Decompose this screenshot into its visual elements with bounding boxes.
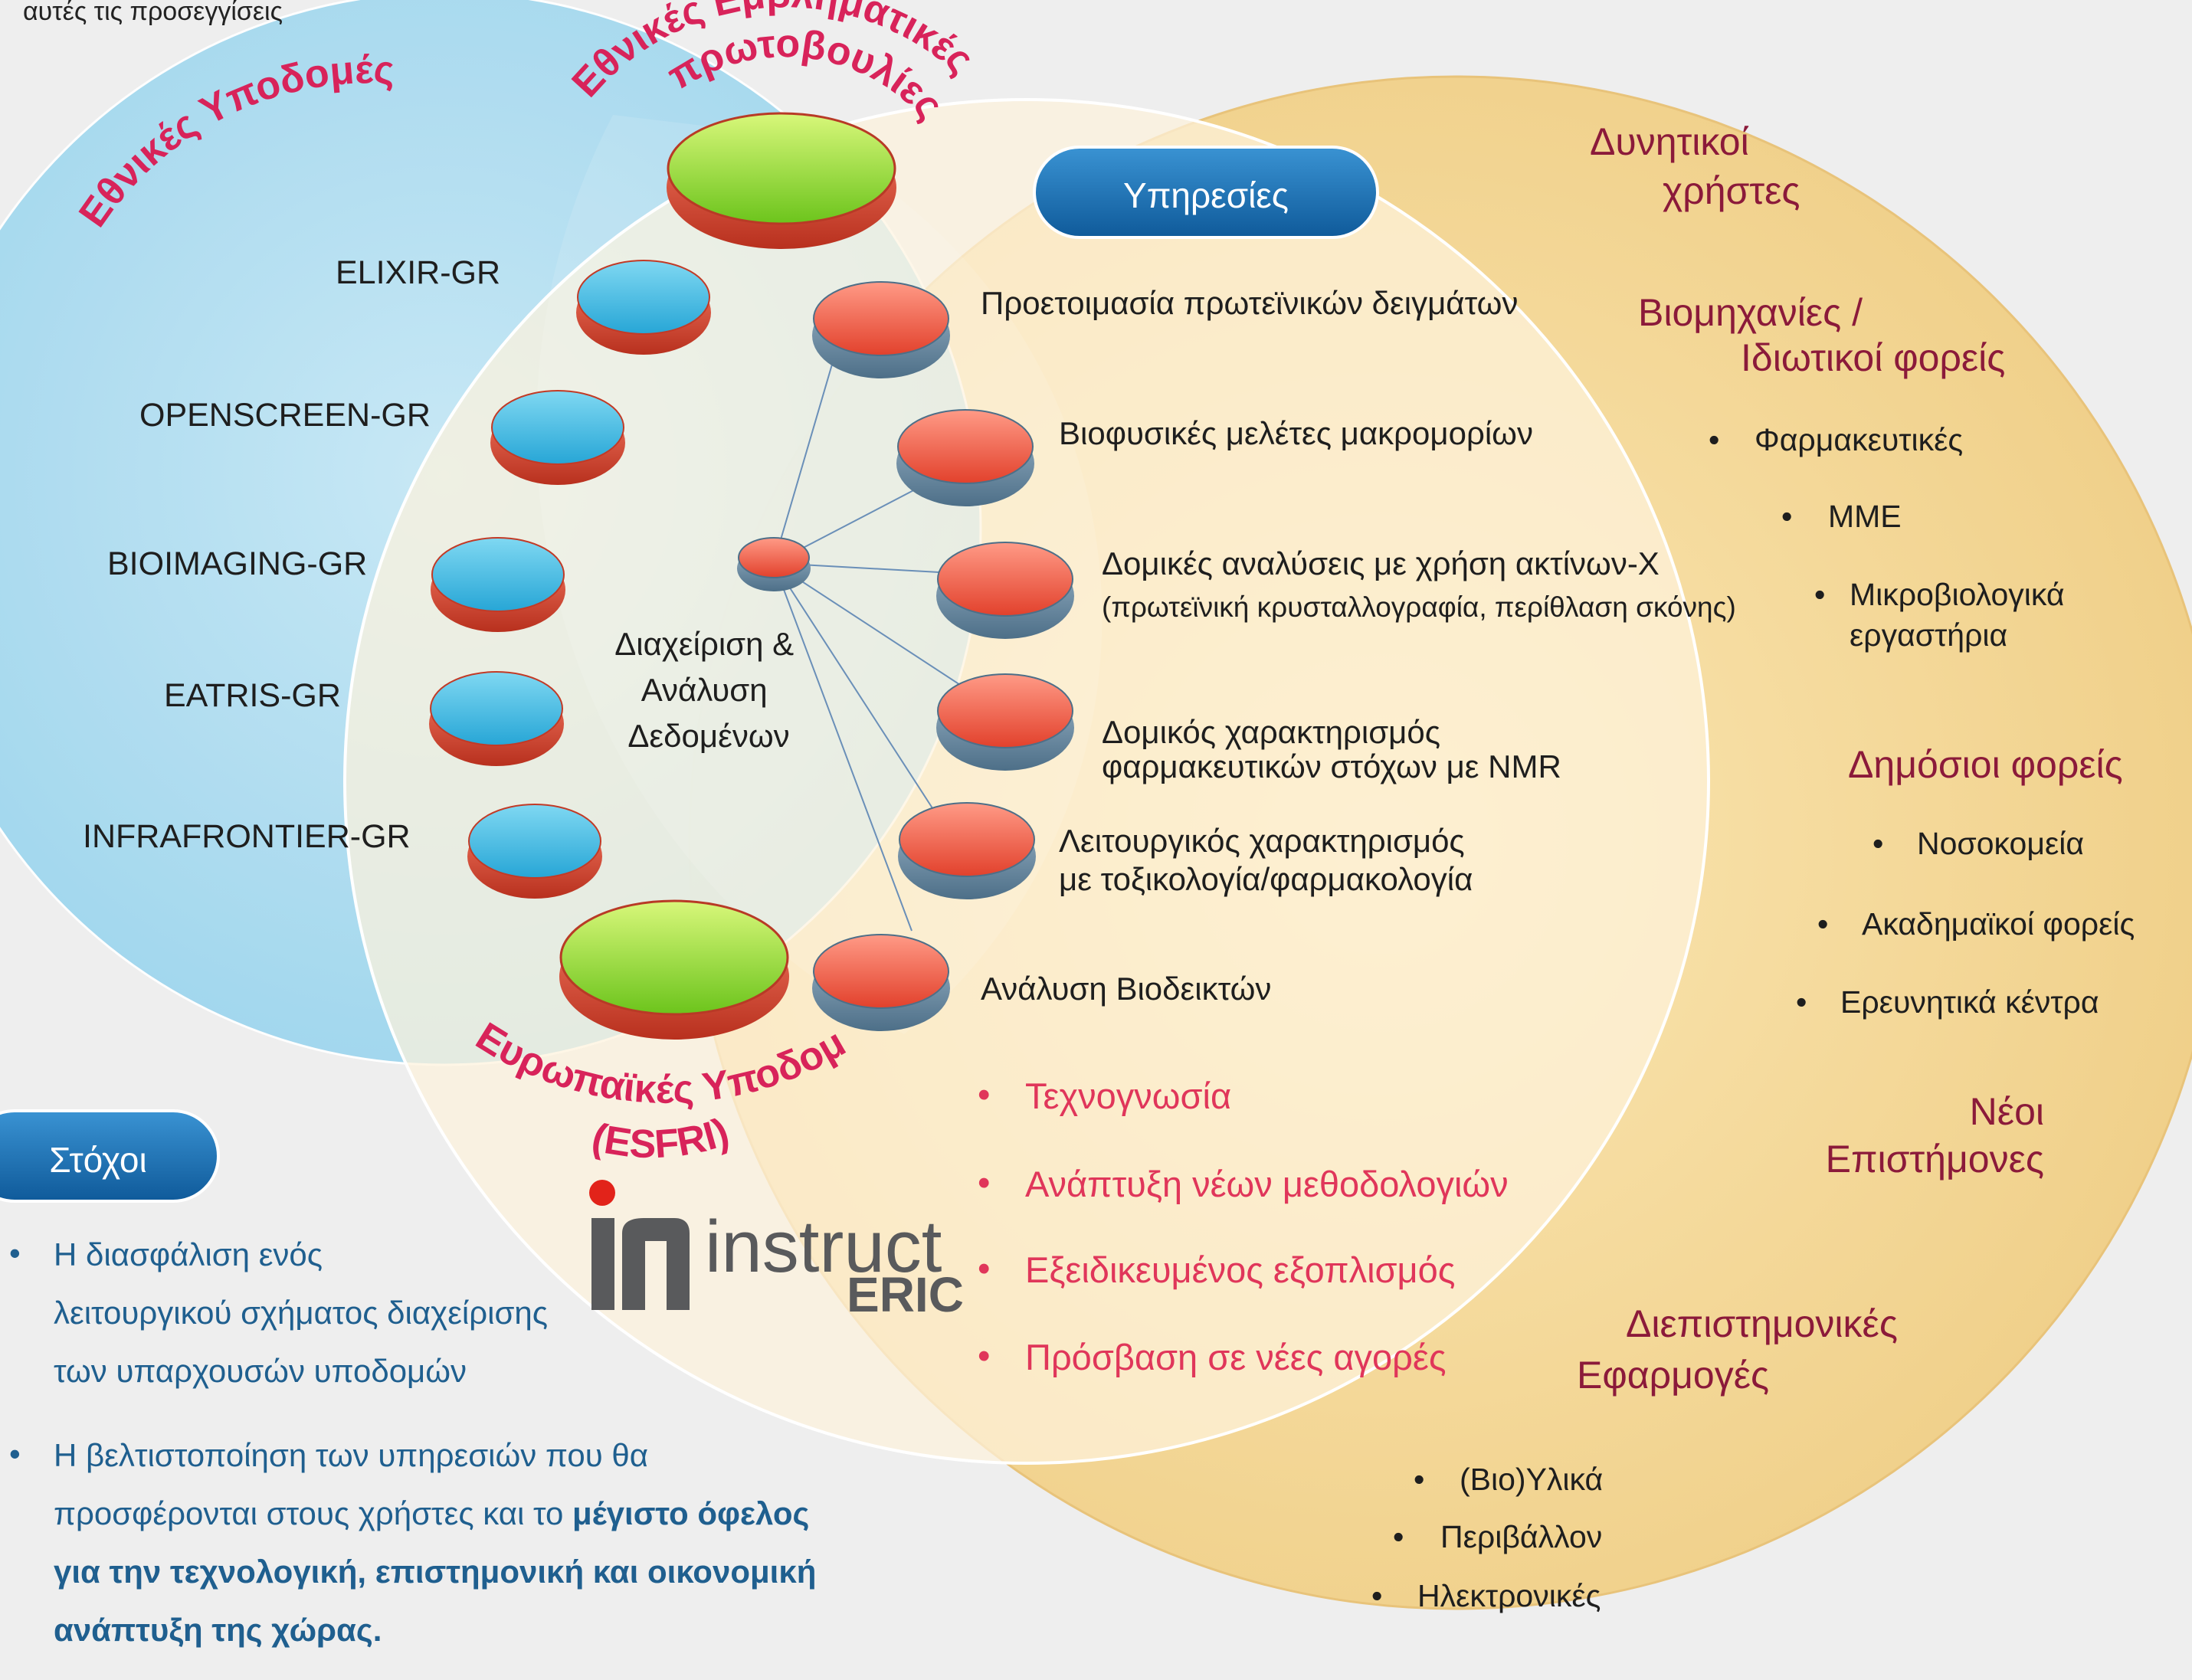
industry-item-1-label: Φαρμακευτικές [1755, 422, 1963, 457]
interdisc-item-2: • [1393, 1519, 1404, 1554]
public-item-2: • [1817, 906, 1828, 942]
logo-sub: ERIC [847, 1267, 964, 1322]
infrafrontier-disc [467, 804, 602, 899]
top-note: αυτές τις προσεγγίσεις [23, 0, 283, 26]
industry-item-1: • [1709, 422, 1719, 457]
data-management-label: Διαχείριση & Ανάλυση Δεδομένων [614, 626, 803, 754]
potential-users-title-2: χρήστες [1663, 169, 1800, 212]
services-button[interactable]: Υπηρεσίες [1033, 146, 1379, 239]
service-label-3-detail: (πρωτεϊνική κρυσταλλογραφία, περίθλαση σ… [1102, 591, 1736, 623]
service-disc-4 [936, 673, 1074, 771]
service-disc-2 [896, 409, 1034, 506]
interdisc-item-1: • [1414, 1462, 1424, 1497]
services-circle [343, 98, 1710, 1465]
bioimaging-disc [431, 537, 565, 632]
goal-bullet-2: • [9, 1436, 21, 1472]
benefit-item-2: Ανάπτυξη νέων μεθοδολογιών [1025, 1164, 1509, 1204]
benefit-bullet: • [978, 1248, 990, 1289]
goal-1-line-2: λειτουργικού σχήματος διαχείρισης [54, 1295, 548, 1331]
data-management-hub-disc [737, 537, 811, 591]
goal-2-line-3: για την τεχνολογική, επιστημονική και οι… [54, 1554, 816, 1590]
service-disc-3 [936, 542, 1074, 639]
services-button-label: Υπηρεσίες [1123, 175, 1289, 215]
young-scientists-title-2: Επιστήμονες [1826, 1138, 2044, 1181]
goal-2-bold: μέγιστο όφελος [572, 1495, 809, 1531]
interdisc-item-1-label: (Βιο)Υλικά [1460, 1462, 1603, 1497]
node-label-infrafrontier: INFRAFRONTIER-GR [83, 818, 411, 855]
node-label-eatris: EATRIS-GR [164, 677, 341, 714]
goal-1-line-3: των υπαρχουσών υποδομών [54, 1353, 467, 1389]
service-label-5b: με τοξικολογία/φαρμακολογία [1059, 861, 1473, 897]
industry-item-2: • [1781, 499, 1792, 534]
goal-2-line-4: ανάπτυξη της χώρας. [54, 1612, 382, 1648]
benefit-bullet: • [978, 1162, 990, 1203]
service-label-3: Δομικές αναλύσεις με χρήση ακτίνων-Χ [1102, 545, 1660, 581]
service-disc-5 [898, 802, 1036, 899]
industry-title: Βιομηχανίες / [1638, 291, 1863, 334]
public-item-3: • [1796, 984, 1807, 1020]
openscreen-disc [490, 390, 625, 485]
service-label-2: Βιοφυσικές μελέτες μακρομορίων [1059, 415, 1533, 451]
interdisciplinary-title: Διεπιστημονικές [1626, 1302, 1898, 1345]
interdisciplinary-title-2: Εφαρμογές [1577, 1354, 1769, 1397]
node-label-elixir: ELIXIR-GR [336, 254, 500, 291]
service-label-5a: Λειτουργικός χαρακτηρισμός [1059, 823, 1465, 859]
goals-button-label: Στόχοι [49, 1140, 146, 1180]
goal-1-line-1: Η διασφάλιση ενός [54, 1236, 323, 1272]
industry-item-3-label-2: εργαστήρια [1850, 617, 2007, 653]
industry-item-3-label: Μικροβιολογικά [1850, 577, 2065, 612]
potential-users-title: Δυνητικοί [1590, 120, 1749, 163]
service-label-6: Ανάλυση Βιοδεικτών [981, 971, 1271, 1007]
service-label-4b: φαρμακευτικών στόχων με NMR [1102, 748, 1561, 784]
benefit-bullet: • [978, 1074, 990, 1115]
interdisc-item-3: • [1371, 1578, 1382, 1613]
industry-item-2-label: ΜΜΕ [1828, 499, 1902, 534]
national-node-discs [429, 260, 711, 899]
benefits-list: • Τεχνογνωσία • Ανάπτυξη νέων μεθοδολογι… [978, 1074, 1509, 1377]
public-item-1: • [1873, 826, 1883, 861]
benefit-item-1: Τεχνογνωσία [1025, 1076, 1231, 1116]
logo-word: instruct [705, 1206, 942, 1288]
node-label-bioimaging: BIOIMAGING-GR [107, 545, 367, 582]
public-title: Δημόσιοι φορείς [1848, 743, 2123, 786]
goals-list: • Η διασφάλιση ενός λειτουργικού σχήματο… [9, 1235, 816, 1648]
node-label-openscreen: OPENSCREEN-GR [139, 397, 431, 434]
benefit-bullet: • [978, 1335, 990, 1376]
public-item-1-label: Νοσοκομεία [1917, 826, 2084, 861]
service-discs [812, 281, 1074, 1031]
service-disc-6 [812, 934, 950, 1031]
goal-2-plain: προσφέρονται στους χρήστες και το [54, 1495, 572, 1531]
public-item-2-label: Ακαδημαϊκοί φορείς [1862, 906, 2135, 942]
benefit-item-4: Πρόσβαση σε νέες αγορές [1025, 1337, 1447, 1377]
goal-2-line-1: Η βελτιστοποίηση των υπηρεσιών που θα [54, 1437, 648, 1473]
european-disc [559, 899, 789, 1040]
eatris-disc [429, 671, 564, 766]
goal-2-line-2: προσφέρονται στους χρήστες και το μέγιστ… [54, 1495, 809, 1531]
industry-title-2: Ιδιωτικοί φορείς [1741, 336, 2005, 379]
young-scientists-title: Νέοι [1970, 1090, 2044, 1133]
flagship-disc [667, 112, 896, 249]
service-label-1: Προετοιμασία πρωτεϊνικών δειγμάτων [981, 285, 1518, 321]
elixir-disc [576, 260, 711, 355]
instruct-eric-logo: instruct ERIC [589, 1180, 964, 1322]
interdisc-item-3-label: Ηλεκτρονικές [1417, 1578, 1601, 1613]
goals-button[interactable]: Στόχοι [0, 1109, 220, 1203]
benefit-item-3: Εξειδικευμένος εξοπλισμός [1025, 1249, 1455, 1290]
goal-bullet-1: • [9, 1235, 21, 1271]
industry-item-3: • [1814, 577, 1825, 612]
service-disc-1 [812, 281, 950, 378]
interdisc-item-2-label: Περιβάλλον [1440, 1519, 1602, 1554]
service-label-4a: Δομικός χαρακτηρισμός [1102, 714, 1440, 750]
public-item-3-label: Ερευνητικά κέντρα [1840, 984, 2099, 1020]
